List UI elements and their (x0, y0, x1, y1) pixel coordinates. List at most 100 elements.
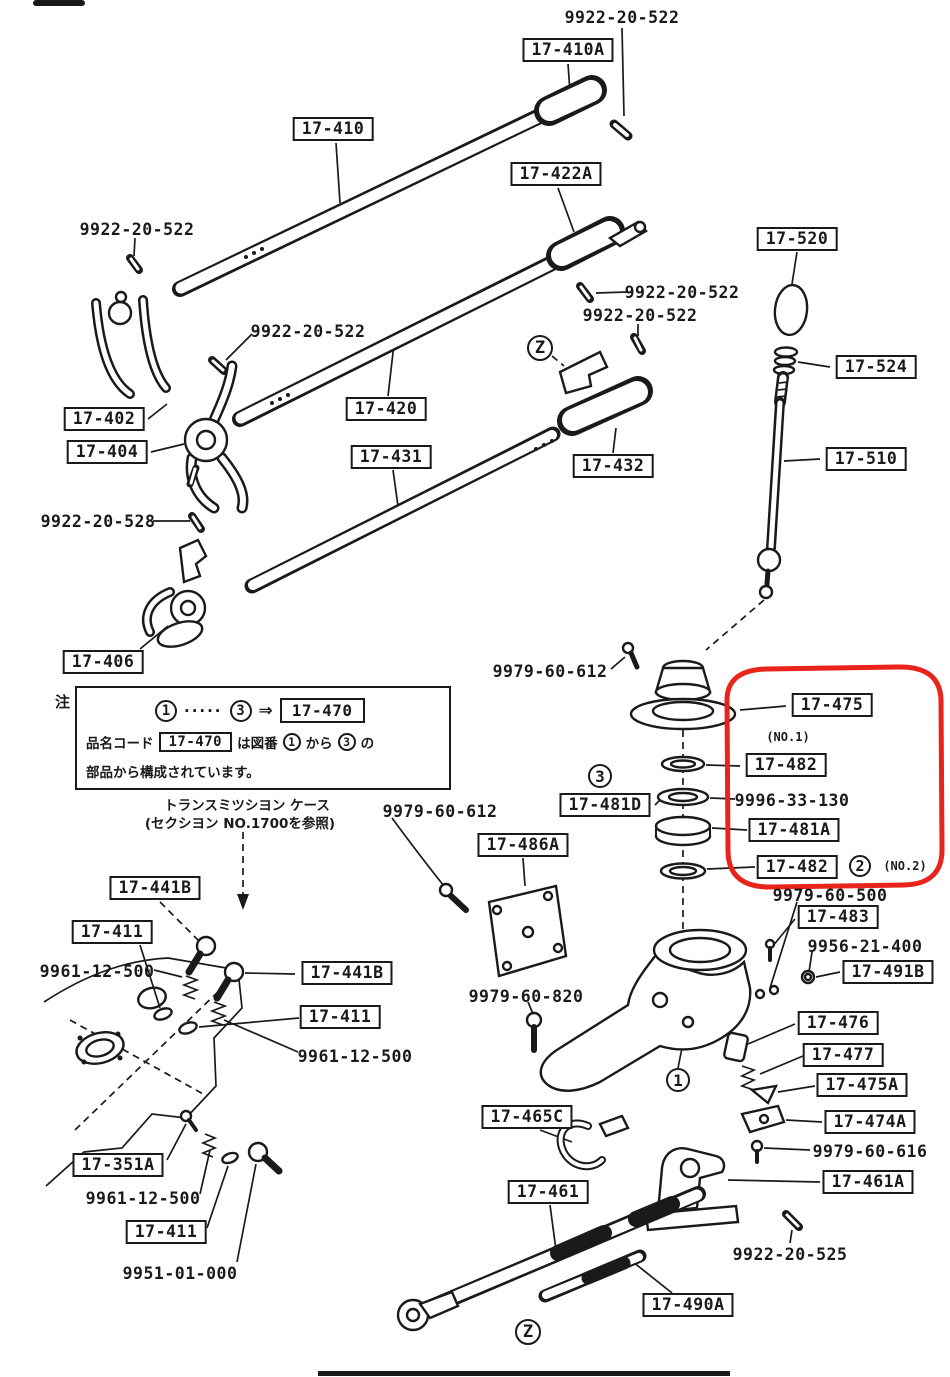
washer-17-482-no1 (660, 755, 706, 773)
part-number-box: 17-411 (125, 1220, 207, 1244)
shift-rail-17-431 (244, 350, 653, 594)
part-number-box: 17-432 (572, 454, 654, 478)
part-number-box: 17-476 (797, 1011, 879, 1035)
bearing-17-481A (654, 815, 712, 847)
part-number-label: 9961-12-500 (85, 1189, 201, 1208)
bolt-9979-60-612-top (621, 641, 640, 670)
note-text: 品名コード (86, 736, 154, 752)
part-number-label: 9922-20-528 (40, 512, 156, 531)
circled-mark-3: 3 (588, 764, 612, 788)
part-number-label: (NO.2) (883, 859, 927, 873)
part-number-box: 17-410 (292, 117, 374, 141)
part-number-box: 17-420 (345, 397, 427, 421)
part-number-box: 17-486A (477, 833, 569, 857)
arrow-icon: ⇒ (258, 700, 273, 721)
shift-rail-17-420 (232, 216, 648, 427)
circled-mark-Z: Z (515, 1319, 541, 1345)
bushing-17-476 (723, 1031, 749, 1063)
part-number-box: 17-491B (842, 960, 934, 984)
bolt-9979-60-616 (750, 1139, 764, 1164)
washer-17-482-no2 (659, 862, 707, 880)
part-number-label: 9922-20-522 (564, 8, 680, 27)
part-number-box: 17-411 (71, 920, 153, 944)
caption-text: トランスミツシヨン ケース (164, 798, 330, 814)
arrow-head (237, 894, 249, 910)
note-text: は図番 (237, 736, 278, 752)
washers-17-411 (153, 1007, 198, 1035)
note-text: 部品から構成されています。 (86, 765, 260, 781)
part-number-box: 17-482 (745, 753, 827, 777)
knob-seat-17-524 (772, 346, 799, 376)
caption-text: (セクシヨン NO.1700を参照) (144, 816, 336, 832)
wedge-17-475A (749, 1084, 779, 1105)
note-row-2: 品名コード 17-470 は図番 1 から 3 の (86, 732, 374, 752)
part-number-box: 17-481A (748, 818, 840, 842)
part-number-box: 17-422A (510, 162, 602, 186)
leader-lines (133, 27, 841, 1294)
circled-mark-2: 2 (849, 855, 871, 877)
part-number-box: 17-490A (642, 1293, 734, 1317)
part-number-label: 9956-21-400 (807, 937, 923, 956)
shift-fork-17-402 (91, 254, 171, 399)
note-row-1: 1 ..... 3 ⇒ 17-470 (155, 698, 365, 723)
part-number-box: 17-431 (350, 445, 432, 469)
part-number-box: 17-470 (158, 732, 233, 752)
part-number-box: 17-483 (797, 905, 879, 929)
part-number-box: 17-461A (822, 1170, 914, 1194)
part-number-box: 17-477 (802, 1043, 884, 1067)
hook-17-465C (556, 1114, 630, 1171)
part-number-label: 9951-01-000 (122, 1264, 238, 1283)
note-dots: ..... (184, 697, 223, 716)
part-number-box: 17-481D (559, 793, 651, 817)
part-number-box: 17-520 (756, 227, 838, 251)
note-text: の (360, 736, 375, 752)
part-number-box: 17-406 (62, 650, 144, 674)
retainer-17-475 (629, 659, 737, 731)
part-number-box: 17-482 (756, 855, 838, 879)
part-number-box: 17-461 (507, 1180, 589, 1204)
shift-fork-17-406 (141, 538, 208, 648)
shift-fork-17-404 (183, 356, 249, 533)
circled-mark-1: 1 (666, 1068, 690, 1092)
washers-9979-60-500 (754, 984, 780, 1000)
part-number-box: 17-474A (824, 1110, 916, 1134)
circled-number-1: 1 (282, 733, 301, 751)
nut-9956-21-400 (800, 969, 816, 985)
plate-17-486A (487, 884, 568, 978)
control-case (539, 928, 752, 1092)
part-number-box: 17-465C (481, 1105, 573, 1129)
part-number-label: 9961-12-500 (297, 1047, 413, 1066)
part-number-label: 9979-60-612 (492, 662, 608, 681)
rod-17-490A (538, 1249, 647, 1303)
part-number-box: 17-441B (301, 961, 393, 985)
part-number-box: 17-510 (825, 447, 907, 471)
part-number-label: 9922-20-522 (582, 306, 698, 325)
bolts-17-441B (181, 935, 245, 1026)
bracket-17-474A (740, 1104, 786, 1134)
highlight-red-circle (724, 664, 945, 890)
note-text: から (305, 736, 333, 752)
part-number-box: 17-402 (63, 407, 145, 431)
part-number-label: 9961-12-500 (39, 962, 155, 981)
part-number-label: 9996-33-130 (734, 791, 850, 810)
part-number-box: 17-441B (109, 876, 201, 900)
circled-mark-Z: Z (527, 335, 553, 361)
part-number-box: 17-351A (72, 1153, 164, 1177)
dashed-lines (159, 355, 765, 944)
part-number-label: 9979-60-616 (812, 1142, 928, 1161)
circled-number-3: 3 (337, 733, 356, 751)
rod-17-461 (396, 1186, 706, 1332)
circled-number-1: 1 (155, 699, 177, 722)
part-number-box: 17-404 (66, 440, 148, 464)
part-number-box: 17-410A (522, 38, 614, 62)
bolt-9979-60-612-plate (438, 882, 469, 913)
bolt-cluster-17-351A (179, 1109, 283, 1175)
note-mark: 注 (55, 693, 71, 711)
part-number-box: 17-411 (299, 1005, 381, 1029)
scan-artifacts (33, 0, 730, 1376)
part-number-label: 9979-60-500 (772, 886, 888, 905)
pin-17-483 (764, 938, 776, 962)
